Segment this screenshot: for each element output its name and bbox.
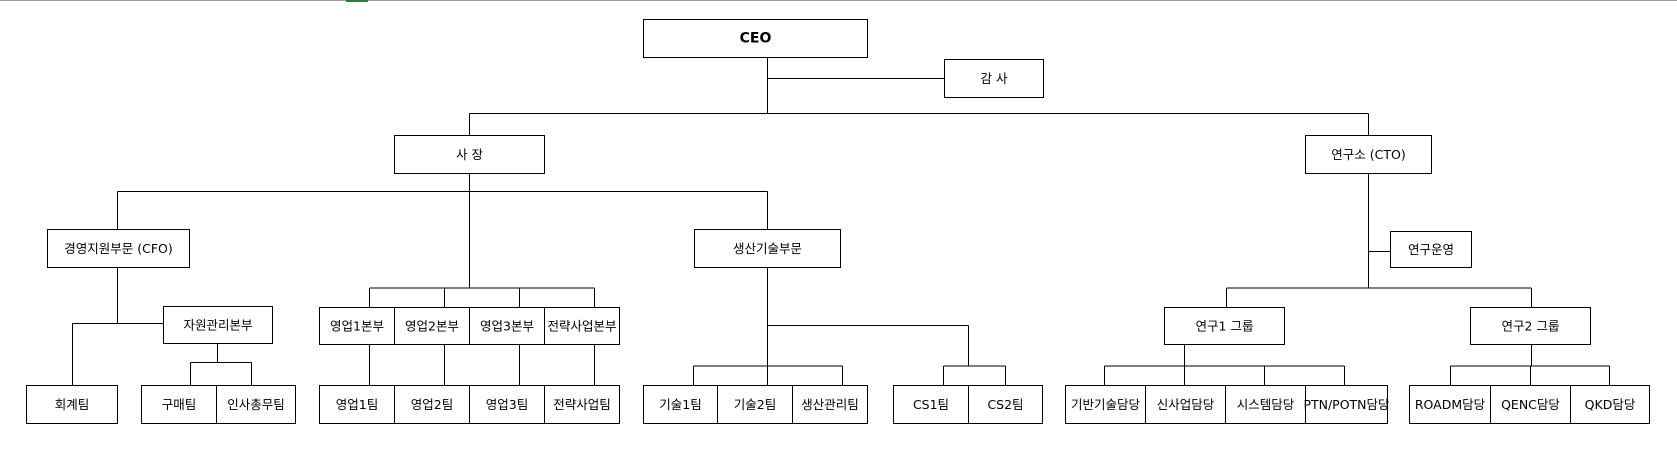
- node-production: 생산기술부문: [694, 229, 841, 268]
- node-prod-mgmt-team-label: 생산관리팀: [801, 397, 859, 412]
- node-tech2-team-label: 기술2팀: [734, 397, 776, 412]
- node-president: 사 장: [394, 135, 545, 174]
- node-sales3-team: 영업3팀: [469, 385, 545, 424]
- node-roadm-label: ROADM담당: [1415, 397, 1486, 412]
- window-top-border: [0, 0, 1677, 1]
- node-tech1-team-label: 기술1팀: [659, 397, 701, 412]
- node-research-ops-label: 연구운영: [1408, 242, 1454, 257]
- node-sales3-team-label: 영업3팀: [486, 397, 528, 412]
- node-sales2-team: 영업2팀: [394, 385, 470, 424]
- node-new-biz-label: 신사업담당: [1157, 397, 1215, 412]
- node-tech1-team: 기술1팀: [643, 385, 718, 424]
- node-strategy-team: 전략사업팀: [544, 385, 620, 424]
- node-sales1-team-label: 영업1팀: [336, 397, 378, 412]
- node-sales2-team-label: 영업2팀: [411, 397, 453, 412]
- node-accounting-team: 회계팀: [26, 385, 118, 424]
- node-cto-label: 연구소 (CTO): [1331, 147, 1405, 162]
- node-qkd-label: QKD담당: [1585, 397, 1636, 412]
- node-cs1-team: CS1팀: [893, 385, 969, 424]
- node-qenc: QENC담당: [1490, 385, 1571, 424]
- node-research-ops: 연구운영: [1390, 231, 1472, 268]
- node-ptn-potn: PTN/POTN담당: [1303, 385, 1390, 424]
- node-purchasing-team-label: 구매팀: [162, 397, 197, 412]
- node-sales3-hq-label: 영업3본부: [480, 319, 534, 334]
- node-hr-team-label: 인사총무팀: [227, 397, 285, 412]
- node-research2-group-label: 연구2 그룹: [1502, 319, 1560, 334]
- node-resource-hq-label: 자원관리본부: [183, 318, 252, 333]
- node-audit: 감 사: [944, 59, 1044, 98]
- node-sales1-team: 영업1팀: [319, 385, 395, 424]
- node-purchasing-team: 구매팀: [141, 385, 217, 424]
- node-research1-group-label: 연구1 그룹: [1196, 319, 1254, 334]
- node-system: 시스템담당: [1225, 385, 1306, 424]
- node-strategy-team-label: 전략사업팀: [553, 397, 611, 412]
- selection-accent: [346, 0, 368, 2]
- node-new-biz: 신사업담당: [1145, 385, 1226, 424]
- node-research2-group: 연구2 그룹: [1470, 307, 1591, 345]
- node-accounting-team-label: 회계팀: [55, 397, 90, 412]
- node-audit-label: 감 사: [981, 71, 1008, 86]
- node-ptn-potn-label: PTN/POTN담당: [1303, 397, 1390, 412]
- node-cfo: 경영지원부문 (CFO): [47, 229, 190, 268]
- node-tech2-team: 기술2팀: [717, 385, 793, 424]
- node-roadm: ROADM담당: [1409, 385, 1491, 424]
- node-sales2-hq: 영업2본부: [394, 307, 470, 345]
- node-cs2-team: CS2팀: [968, 385, 1043, 424]
- node-ceo-label: CEO: [740, 31, 772, 47]
- node-cfo-label: 경영지원부문 (CFO): [64, 241, 172, 256]
- node-ceo: CEO: [643, 19, 868, 58]
- node-cs1-team-label: CS1팀: [913, 397, 949, 412]
- connector-lines: [72, 57, 1610, 386]
- node-sales1-hq: 영업1본부: [319, 307, 395, 345]
- node-base-tech: 기반기술담당: [1065, 385, 1146, 424]
- node-system-label: 시스템담당: [1237, 397, 1295, 412]
- node-production-label: 생산기술부문: [733, 241, 802, 256]
- node-strategy-hq: 전략사업본부: [544, 307, 620, 345]
- node-research1-group: 연구1 그룹: [1164, 307, 1285, 345]
- node-hr-team: 인사총무팀: [216, 385, 296, 424]
- node-prod-mgmt-team: 생산관리팀: [792, 385, 868, 424]
- node-president-label: 사 장: [456, 147, 483, 162]
- node-cs2-team-label: CS2팀: [987, 397, 1023, 412]
- node-sales1-hq-label: 영업1본부: [330, 319, 384, 334]
- node-sales2-hq-label: 영업2본부: [405, 319, 459, 334]
- node-strategy-hq-label: 전략사업본부: [547, 319, 616, 334]
- node-base-tech-label: 기반기술담당: [1071, 397, 1141, 412]
- node-cto: 연구소 (CTO): [1305, 135, 1432, 174]
- node-resource-hq: 자원관리본부: [163, 306, 273, 344]
- node-sales3-hq: 영업3본부: [469, 307, 545, 345]
- node-qenc-label: QENC담당: [1501, 397, 1560, 412]
- node-qkd: QKD담당: [1570, 385, 1650, 424]
